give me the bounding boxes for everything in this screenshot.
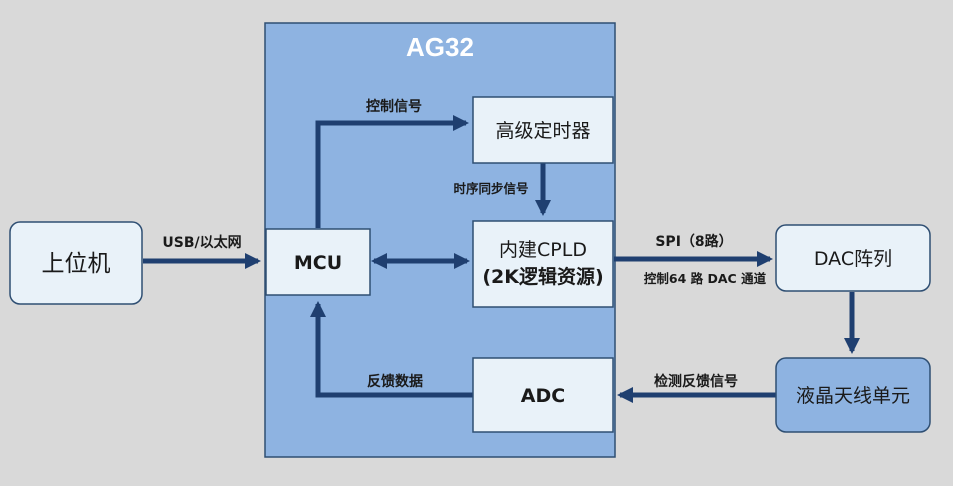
dac-label: DAC阵列 bbox=[814, 248, 892, 270]
detect-feedback-edge-label: 检测反馈信号 bbox=[654, 373, 738, 390]
cpld-node bbox=[472, 220, 614, 308]
host-node bbox=[9, 221, 143, 305]
timer-node bbox=[472, 96, 614, 164]
cpld-label-line1: 内建CPLD bbox=[499, 239, 587, 261]
spi-edge-label: SPI（8路） bbox=[655, 233, 732, 250]
adc-label: ADC bbox=[521, 385, 565, 407]
cpld-label-line2: (2K逻辑资源) bbox=[482, 265, 603, 288]
feedback-data-connector bbox=[309, 300, 473, 398]
adc-node bbox=[472, 357, 614, 433]
dac-channels-edge-label: 控制64 路 DAC 通道 bbox=[644, 271, 767, 286]
chip-title: AG32 bbox=[406, 32, 474, 62]
mcu-label: MCU bbox=[294, 252, 342, 274]
host-label: 上位机 bbox=[42, 251, 111, 277]
control-signal-connector bbox=[315, 114, 470, 228]
timer-label: 高级定时器 bbox=[495, 120, 590, 142]
timing-sync-edge-label: 时序同步信号 bbox=[453, 181, 528, 196]
lcd-node bbox=[775, 357, 931, 433]
feedback-data-edge-label: 反馈数据 bbox=[367, 373, 423, 390]
dac-node bbox=[775, 224, 931, 292]
lcd-label: 液晶天线单元 bbox=[796, 385, 910, 407]
control-signal-edge-label: 控制信号 bbox=[366, 98, 422, 115]
mcu-node bbox=[265, 228, 371, 296]
usb-edge-label: USB/以太网 bbox=[162, 234, 241, 251]
